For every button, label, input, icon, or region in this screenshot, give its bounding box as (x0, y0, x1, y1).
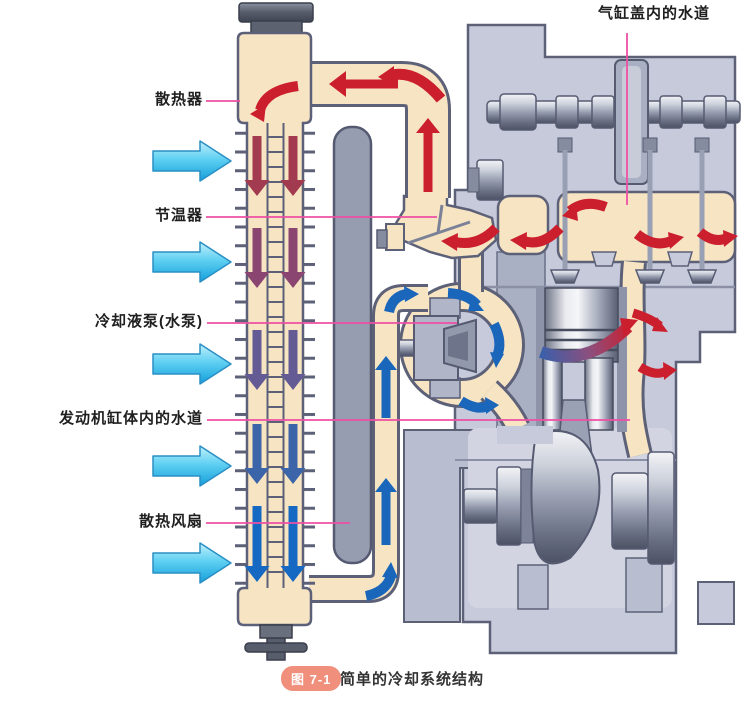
hot-coolant-arrows (250, 66, 738, 380)
crank-web (530, 429, 601, 565)
shaft-stub (476, 159, 504, 201)
label-thermostat: 节温器 (154, 207, 203, 224)
cylinder-wall (617, 287, 627, 432)
radiator (235, 2, 315, 661)
radiator-fins-right (303, 127, 315, 585)
cylinder-wall (536, 287, 546, 432)
valve-port (667, 251, 693, 267)
radiator-coolant-arrows (244, 136, 306, 582)
cylinder-head-water-jacket (496, 190, 737, 267)
block-patch (497, 426, 553, 444)
piston-skirt (584, 357, 614, 431)
upper-hose (309, 61, 451, 198)
leader-lines (206, 33, 630, 524)
block-water-channel (618, 260, 653, 459)
thermostat-nub (385, 223, 405, 251)
crankshaft (463, 429, 675, 565)
air-flow-arrow (152, 445, 232, 487)
radiator-cap (238, 2, 314, 23)
radiator-core-tubes (267, 126, 284, 586)
engine-mount (625, 557, 663, 613)
air-flow-arrow (152, 140, 232, 182)
pump-impeller (443, 318, 477, 374)
air-flow-arrow (152, 542, 232, 584)
figure-number-badge: 图 7-1 (281, 666, 342, 691)
drain-plug (259, 624, 293, 639)
timing-gear-face (622, 66, 641, 178)
air-flow-arrow (152, 343, 232, 385)
coolant-heat-transfer-arrow (538, 318, 638, 363)
label-coolant-pump: 冷却液泵(水泵) (95, 313, 203, 330)
label-cylinder-head-water-jacket: 气缸盖内的水道 (597, 5, 710, 22)
label-engine-block-water-jacket: 发动机缸体内的水道 (58, 410, 203, 427)
cold-coolant-arrows (364, 286, 505, 601)
thermostat-nub-cap (376, 229, 388, 249)
label-radiator: 散热器 (154, 91, 203, 108)
valves (549, 137, 718, 284)
thermostat-valve-stem (436, 204, 444, 234)
shaft-stub-cap (467, 167, 480, 193)
radiator-fins-left (235, 127, 247, 585)
camshaft (467, 59, 741, 201)
air-flow-arrow (152, 241, 232, 283)
drain-bar (244, 642, 308, 653)
valve-port (591, 251, 617, 267)
engine-mount (697, 581, 735, 625)
counterweight (647, 451, 675, 565)
engine-mount (517, 564, 549, 610)
figure-caption: 简单的冷却系统结构 (340, 671, 485, 688)
label-cooling-fan: 散热风扇 (138, 513, 203, 530)
air-flow-arrows (152, 140, 232, 584)
cooling-fan-blade (332, 125, 373, 565)
